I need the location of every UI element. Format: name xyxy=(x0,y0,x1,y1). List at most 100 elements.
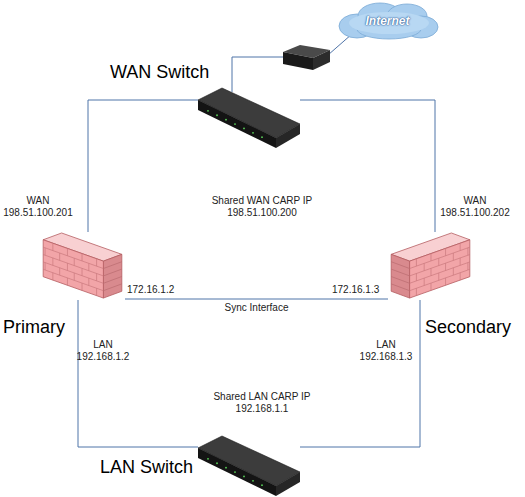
switch-shape xyxy=(198,82,300,148)
brick-joint xyxy=(445,263,446,270)
brick-joint xyxy=(445,278,446,285)
brick-joint xyxy=(460,243,461,250)
firewall-front xyxy=(410,240,470,298)
modem-side xyxy=(313,50,330,70)
firewall-side xyxy=(391,254,409,298)
brick-joint xyxy=(59,253,60,260)
port-led xyxy=(261,136,263,138)
brick-joint xyxy=(416,288,417,295)
brick-joint xyxy=(460,273,461,280)
switch-front xyxy=(198,100,276,148)
firewall-shape xyxy=(388,232,473,300)
brick-joint xyxy=(424,263,425,270)
brick-joint xyxy=(52,243,53,250)
switch-front xyxy=(198,448,276,496)
address-label: 172.16.1.3 xyxy=(332,284,379,296)
address-label: WAN 198.51.100.201 xyxy=(0,195,76,219)
address-label: 172.16.1.2 xyxy=(127,284,174,296)
uplink-wire xyxy=(232,57,283,92)
switch-shape xyxy=(198,430,300,496)
network-link xyxy=(300,300,420,447)
link-label: Sync Interface xyxy=(225,302,289,314)
brick-joint xyxy=(96,259,97,266)
brick-joint xyxy=(67,248,68,255)
brick-line xyxy=(43,269,103,290)
brick-line xyxy=(103,269,121,276)
port-led xyxy=(261,484,263,486)
brick-joint xyxy=(88,278,89,285)
brick-joint xyxy=(467,263,468,270)
brick-joint xyxy=(416,259,417,266)
brick-joint xyxy=(96,273,97,280)
address-label: LAN 192.168.1.2 xyxy=(70,339,136,363)
brick-line xyxy=(391,276,409,283)
brick-joint xyxy=(52,273,53,280)
network-link xyxy=(88,100,198,232)
brick-joint xyxy=(88,263,89,270)
switch-side xyxy=(276,472,300,496)
firewall-group xyxy=(43,233,122,298)
brick-joint xyxy=(67,263,68,270)
brick-line xyxy=(410,269,470,290)
network-link xyxy=(300,100,435,232)
brick-joint xyxy=(45,263,46,270)
port-led xyxy=(234,471,236,473)
port-led xyxy=(243,128,245,130)
brick-joint xyxy=(438,273,439,280)
firewall-front xyxy=(43,240,103,298)
cloud-label: Internet xyxy=(335,2,440,40)
brick-line xyxy=(391,269,409,276)
brick-joint xyxy=(430,268,431,275)
brick-line xyxy=(391,262,409,269)
brick-joint xyxy=(45,248,46,255)
port-led xyxy=(225,119,227,121)
device-label: Secondary xyxy=(425,317,511,337)
brick-joint xyxy=(82,268,83,275)
port-led xyxy=(207,110,209,112)
address-label: WAN 198.51.100.202 xyxy=(437,195,513,219)
brick-joint xyxy=(430,254,431,261)
brick-joint xyxy=(59,268,60,275)
modem-wire xyxy=(328,34,352,55)
network-link xyxy=(125,299,388,300)
network-switch: LAN Switch xyxy=(198,430,300,496)
brick-line xyxy=(103,284,121,291)
brick-joint xyxy=(438,258,439,265)
address-label: LAN 192.168.1.3 xyxy=(353,339,419,363)
port-led xyxy=(252,132,254,134)
brick-joint xyxy=(460,258,461,265)
port-led xyxy=(216,462,218,464)
modem-front xyxy=(283,52,313,70)
firewall: Secondary xyxy=(388,232,473,300)
device-label: LAN Switch xyxy=(100,457,193,477)
brick-joint xyxy=(424,278,425,285)
brick-line xyxy=(103,262,121,269)
internet-cloud: Internet xyxy=(335,2,440,40)
brick-joint xyxy=(67,278,68,285)
brick-joint xyxy=(82,283,83,290)
port-led xyxy=(207,458,209,460)
device-label: Primary xyxy=(3,317,65,337)
port-led xyxy=(243,476,245,478)
address-label: Shared WAN CARP IP 198.51.100.200 xyxy=(192,195,332,219)
brick-joint xyxy=(96,288,97,295)
brick-joint xyxy=(453,268,454,275)
port-led xyxy=(234,123,236,125)
brick-joint xyxy=(82,254,83,261)
address-label: Shared LAN CARP IP 192.168.1.1 xyxy=(192,391,332,415)
firewall-group xyxy=(391,233,470,298)
brick-line xyxy=(103,276,121,283)
network-link xyxy=(78,300,198,447)
firewall-side xyxy=(103,254,121,298)
brick-joint xyxy=(74,273,75,280)
device-label: WAN Switch xyxy=(110,62,209,82)
brick-joint xyxy=(445,248,446,255)
brick-joint xyxy=(467,248,468,255)
port-led xyxy=(216,114,218,116)
brick-joint xyxy=(430,283,431,290)
port-led xyxy=(225,467,227,469)
brick-joint xyxy=(74,258,75,265)
brick-joint xyxy=(453,253,454,260)
firewall-shape xyxy=(40,232,125,300)
